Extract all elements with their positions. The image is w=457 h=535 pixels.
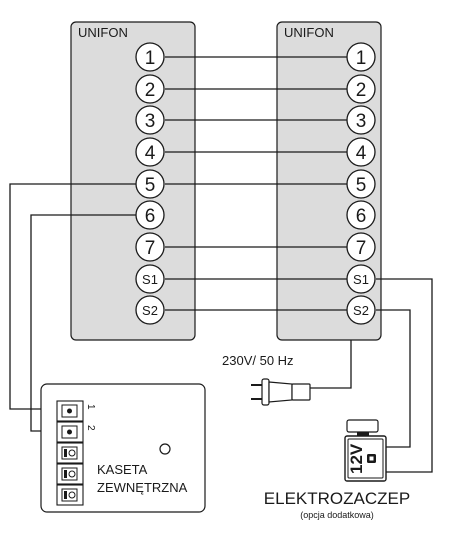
right-terminal-3: 3 bbox=[346, 105, 376, 135]
svg-text:5: 5 bbox=[145, 175, 156, 196]
svg-text:2: 2 bbox=[145, 80, 156, 101]
terminal-block bbox=[56, 400, 84, 506]
left-terminal-4: 4 bbox=[135, 137, 165, 167]
wire-s1-to-lock bbox=[376, 278, 433, 473]
right-terminal-5: 5 bbox=[346, 169, 376, 199]
power-plug-icon bbox=[251, 378, 311, 406]
station-label-line2: ZEWNĘTRZNA bbox=[97, 480, 188, 495]
wire-s2-to-lock bbox=[376, 309, 411, 448]
right-terminal-6: 6 bbox=[346, 200, 376, 230]
right-terminal-4: 4 bbox=[346, 137, 376, 167]
station-pin2-label: 2 bbox=[85, 425, 96, 431]
svg-text:4: 4 bbox=[145, 143, 156, 164]
right-terminal-2: 2 bbox=[346, 74, 376, 104]
station-pin1-label: 1 bbox=[85, 404, 96, 410]
right-terminal-s1: S1 bbox=[346, 264, 376, 294]
left-terminal-s2: S2 bbox=[135, 295, 165, 325]
left-terminal-3: 3 bbox=[135, 105, 165, 135]
lock-voltage-label: 12V bbox=[347, 443, 366, 474]
left-terminal-5: 5 bbox=[135, 169, 165, 199]
svg-text:S2: S2 bbox=[142, 303, 158, 318]
svg-text:6: 6 bbox=[356, 206, 367, 227]
right-terminal-s2: S2 bbox=[346, 295, 376, 325]
right-terminal-7: 7 bbox=[346, 232, 376, 262]
svg-text:1: 1 bbox=[356, 48, 367, 69]
left-unifon-title: UNIFON bbox=[78, 25, 128, 40]
power-label: 230V/ 50 Hz bbox=[222, 353, 294, 368]
station-label-line1: KASETA bbox=[97, 462, 148, 477]
svg-text:6: 6 bbox=[145, 206, 156, 227]
svg-text:7: 7 bbox=[145, 238, 156, 259]
svg-text:3: 3 bbox=[356, 111, 367, 132]
left-terminals: 1 2 3 4 5 6 7 S1 S2 bbox=[135, 42, 165, 325]
svg-text:2: 2 bbox=[356, 80, 367, 101]
svg-text:1: 1 bbox=[145, 48, 156, 69]
station-led-icon bbox=[159, 443, 171, 455]
wire-5-to-station-pin1 bbox=[9, 183, 136, 410]
lock-title: ELEKTROZACZEP bbox=[264, 489, 410, 508]
left-terminal-1: 1 bbox=[135, 42, 165, 72]
svg-text:7: 7 bbox=[356, 238, 367, 259]
svg-text:S1: S1 bbox=[353, 272, 369, 287]
screw-icon bbox=[67, 429, 72, 435]
svg-text:4: 4 bbox=[356, 143, 367, 164]
left-terminal-s1: S1 bbox=[135, 264, 165, 294]
right-terminal-1: 1 bbox=[346, 42, 376, 72]
svg-text:5: 5 bbox=[356, 175, 367, 196]
interconnect-wires bbox=[165, 56, 347, 311]
left-unifon-panel bbox=[70, 21, 196, 341]
left-terminal-2: 2 bbox=[135, 74, 165, 104]
svg-text:3: 3 bbox=[145, 111, 156, 132]
electric-lock-icon bbox=[344, 419, 387, 482]
right-terminals: 1 2 3 4 5 6 7 S1 S2 bbox=[346, 42, 376, 325]
screw-icon bbox=[67, 408, 72, 414]
left-terminal-6: 6 bbox=[135, 200, 165, 230]
lock-subtitle: (opcja dodatkowa) bbox=[300, 510, 374, 520]
svg-text:S2: S2 bbox=[353, 303, 369, 318]
left-terminal-7: 7 bbox=[135, 232, 165, 262]
svg-text:S1: S1 bbox=[142, 272, 158, 287]
right-unifon-title: UNIFON bbox=[284, 25, 334, 40]
power-cord bbox=[310, 340, 352, 389]
